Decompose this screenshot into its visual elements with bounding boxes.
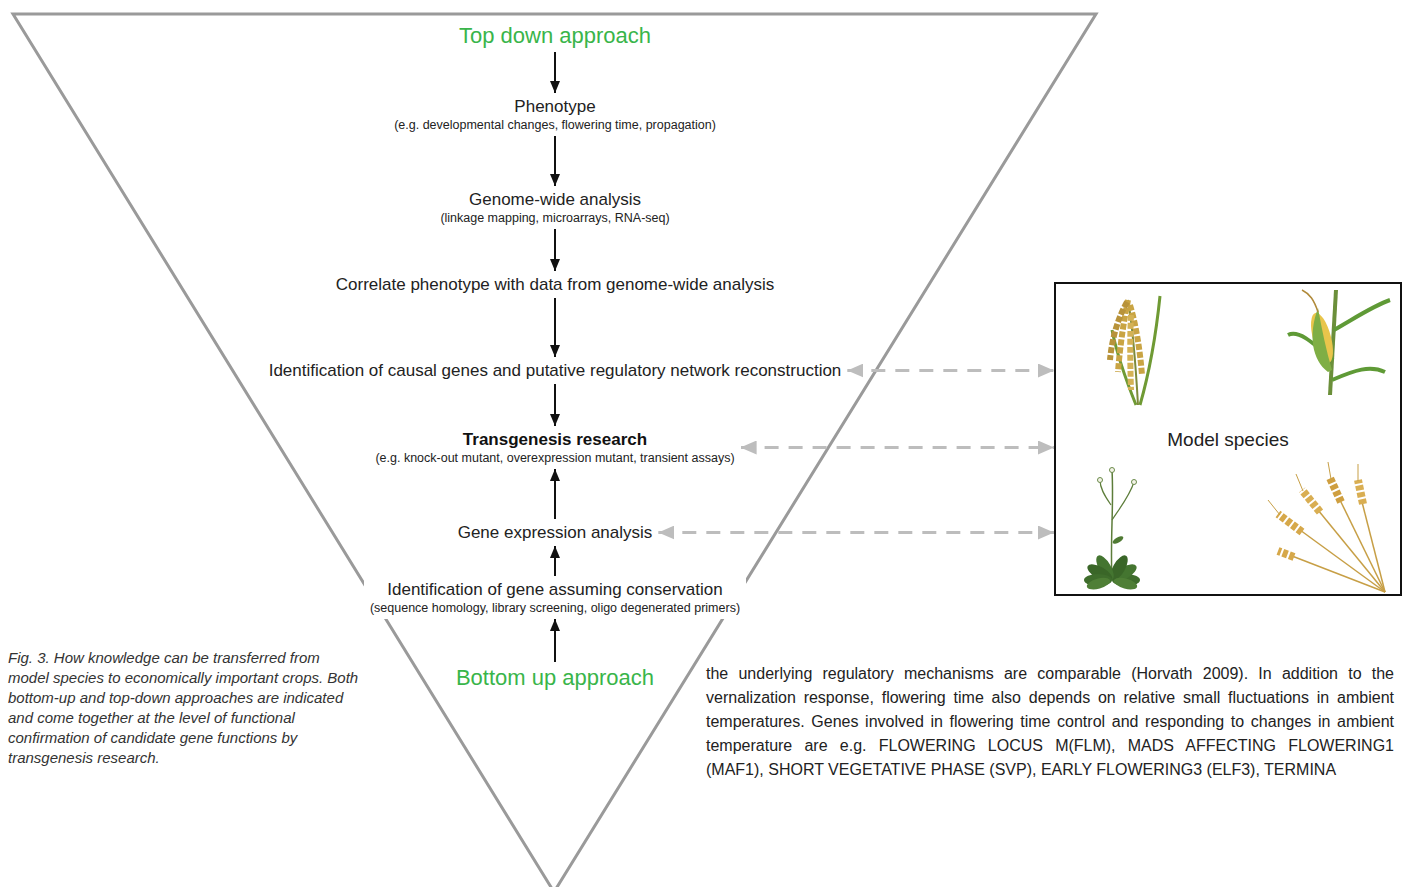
- flow-arrow: [554, 298, 556, 357]
- step-title: Correlate phenotype with data from genom…: [336, 274, 774, 295]
- wheat-ear: [1278, 551, 1294, 557]
- arabidopsis-flower: [1110, 468, 1115, 473]
- wheat-stem: [1362, 502, 1385, 592]
- arabidopsis-leaf: [1086, 576, 1112, 592]
- arabidopsis-branch: [1112, 482, 1134, 520]
- rice-illustration: [1110, 296, 1160, 405]
- process-step: Identification of gene assuming conserva…: [364, 576, 746, 619]
- flow-arrow: [554, 384, 556, 426]
- figure-caption: Fig. 3. How knowledge can be transferred…: [8, 648, 360, 768]
- maize-leaf: [1334, 300, 1390, 330]
- maize-illustration: [1288, 290, 1390, 395]
- wheat-illustration: [1268, 462, 1385, 592]
- step-title: Gene expression analysis: [458, 522, 653, 543]
- step-title: Phenotype: [394, 96, 716, 117]
- step-detail: (e.g. developmental changes, flowering t…: [394, 117, 716, 133]
- rice-leaf: [1140, 296, 1160, 405]
- arabidopsis-stem: [1111, 470, 1112, 580]
- dashed-link-arrow: [741, 446, 1054, 449]
- maize-leaf: [1332, 369, 1385, 380]
- body-text: the underlying regulatory mechanisms are…: [706, 662, 1394, 782]
- process-step: Identification of causal genes and putat…: [263, 357, 848, 384]
- arabidopsis-flower: [1132, 480, 1137, 485]
- rice-panicle: [1127, 315, 1134, 390]
- process-step: Correlate phenotype with data from genom…: [330, 271, 780, 298]
- funnel-triangle: [13, 14, 1096, 887]
- wheat-ear: [1358, 480, 1363, 504]
- flow-arrow: [554, 469, 556, 519]
- wheat-ear: [1278, 514, 1302, 532]
- wheat-awns: [1268, 462, 1358, 515]
- arabidopsis-leaf: [1113, 576, 1139, 592]
- step-title: Identification of causal genes and putat…: [269, 360, 842, 381]
- rice-stem: [1128, 300, 1138, 405]
- approach-label: Bottom up approach: [456, 665, 654, 691]
- box-label: Model species: [1163, 426, 1292, 453]
- approach-heading: Bottom up approach: [450, 662, 660, 694]
- maize-husk: [1313, 308, 1332, 372]
- maize-silk: [1302, 290, 1318, 312]
- step-title: Genome-wide analysis: [440, 189, 669, 210]
- wheat-ear: [1330, 478, 1341, 502]
- arabidopsis-illustration: [1084, 468, 1140, 592]
- dashed-link-arrow: [847, 369, 1054, 372]
- step-detail: (e.g. knock-out mutant, overexpression m…: [375, 450, 734, 466]
- process-step: Genome-wide analysis(linkage mapping, mi…: [434, 186, 675, 229]
- approach-label: Top down approach: [459, 23, 651, 49]
- arabidopsis-leaf: [1112, 535, 1125, 545]
- wheat-stem: [1340, 500, 1385, 592]
- arabidopsis-branch: [1100, 480, 1111, 505]
- wheat-ear: [1302, 490, 1320, 512]
- process-step: Gene expression analysis: [452, 519, 659, 546]
- dashed-link-arrow: [658, 531, 1054, 534]
- step-detail: (linkage mapping, microarrays, RNA-seq): [440, 210, 669, 226]
- flow-arrow: [554, 52, 556, 93]
- step-title: Identification of gene assuming conserva…: [370, 579, 740, 600]
- step-title: Transgenesis research: [375, 429, 734, 450]
- process-step: Transgenesis research(e.g. knock-out mut…: [369, 426, 740, 469]
- flow-arrow: [554, 619, 556, 662]
- model-species-box: Model species: [1054, 282, 1402, 596]
- wheat-stem: [1292, 556, 1385, 592]
- flow-arrow: [554, 546, 556, 576]
- approach-heading: Top down approach: [453, 20, 657, 52]
- step-detail: (sequence homology, library screening, o…: [370, 600, 740, 616]
- flow-arrow: [554, 229, 556, 271]
- process-step: Phenotype(e.g. developmental changes, fl…: [388, 93, 722, 136]
- rice-panicle: [1110, 302, 1127, 360]
- arabidopsis-flower: [1098, 478, 1103, 483]
- flow-arrow: [554, 136, 556, 186]
